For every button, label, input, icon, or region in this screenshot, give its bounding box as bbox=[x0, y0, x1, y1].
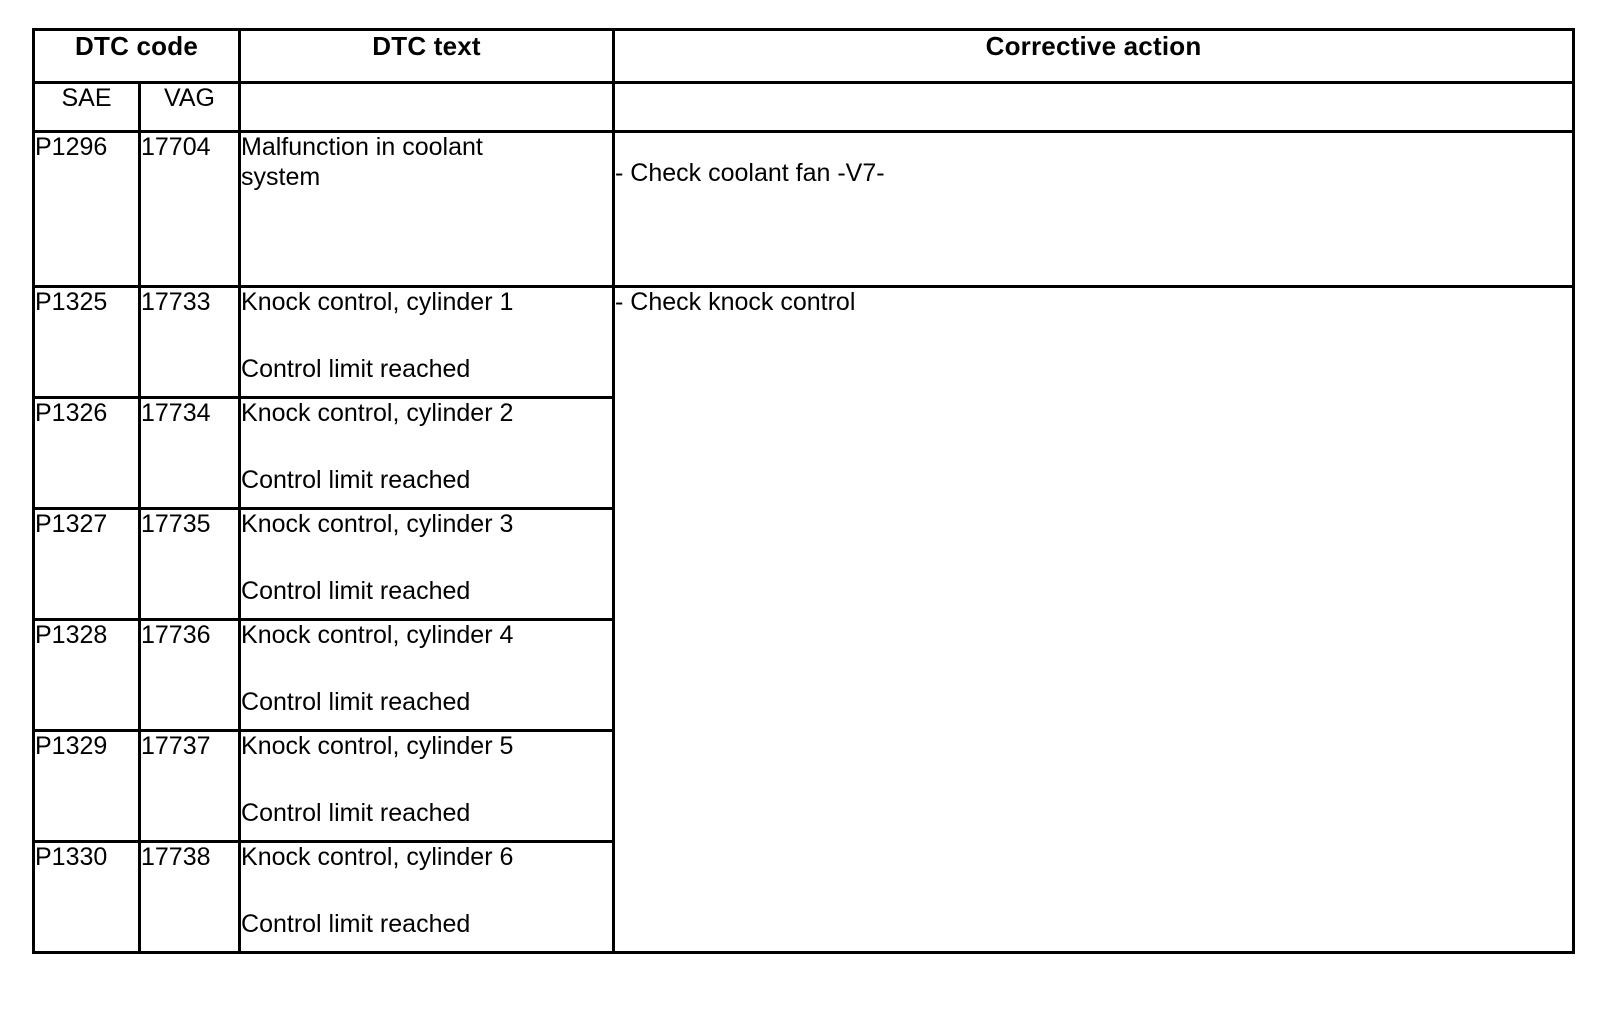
cell-corrective-action-merged: - Check knock control bbox=[612, 285, 1576, 954]
cell-sae-code: P1328 bbox=[32, 618, 141, 732]
cell-sae-code: P1327 bbox=[32, 507, 141, 621]
column-subheader-sae: SAE bbox=[32, 81, 141, 133]
cell-vag-code: 17734 bbox=[137, 396, 242, 510]
dtc-text-line-2: Control limit reached bbox=[241, 687, 471, 716]
table-row: P1328 17736 Knock control, cylinder 4 Co… bbox=[32, 618, 1574, 732]
column-header-dtc-text: DTC text bbox=[238, 28, 616, 84]
column-header-corrective-action: Corrective action bbox=[612, 28, 1576, 84]
cell-sae-code: P1325 bbox=[32, 285, 141, 399]
dtc-text-line-1: Malfunction in coolant bbox=[241, 133, 483, 161]
table-row: P1325 17733 Knock control, cylinder 1 Co… bbox=[32, 285, 1576, 954]
header-row-sub: SAE VAG bbox=[32, 81, 1576, 133]
cell-dtc-text: Knock control, cylinder 3 Control limit … bbox=[238, 507, 616, 621]
dtc-text-line-1: Knock control, cylinder 3 bbox=[241, 510, 514, 538]
dtc-text-line-2: Control limit reached bbox=[241, 576, 471, 605]
dtc-text-line-1: Knock control, cylinder 1 bbox=[241, 288, 514, 316]
column-subheader-text-blank bbox=[238, 81, 616, 133]
cell-vag-code: 17736 bbox=[137, 618, 242, 732]
column-subheader-vag: VAG bbox=[137, 81, 242, 133]
table-body: P1296 17704 Malfunction in coolant syste… bbox=[32, 130, 1576, 954]
cell-sae-code: P1296 bbox=[32, 130, 141, 288]
dtc-text-line-1: Knock control, cylinder 2 bbox=[241, 399, 514, 427]
cell-dtc-text: Knock control, cylinder 2 Control limit … bbox=[238, 396, 616, 510]
cell-corrective-action: - Check coolant fan -V7- bbox=[612, 130, 1576, 288]
table-row: P1326 17734 Knock control, cylinder 2 Co… bbox=[32, 396, 1574, 510]
cell-dtc-text: Malfunction in coolant system bbox=[238, 130, 616, 288]
dtc-text-line-2: system bbox=[241, 162, 321, 191]
table-row: P1327 17735 Knock control, cylinder 3 Co… bbox=[32, 507, 1574, 621]
table-row: P1296 17704 Malfunction in coolant syste… bbox=[32, 130, 1576, 288]
cell-dtc-text: Knock control, cylinder 6 Control limit … bbox=[238, 840, 616, 954]
dtc-text-line-2: Control limit reached bbox=[241, 354, 471, 383]
dtc-code-table: DTC code DTC text Corrective action SAE … bbox=[31, 28, 1576, 954]
cell-vag-code: 17735 bbox=[137, 507, 242, 621]
dtc-text-line-1: Knock control, cylinder 6 bbox=[241, 843, 514, 871]
cell-vag-code: 17733 bbox=[137, 285, 242, 399]
cell-sae-code: P1326 bbox=[32, 396, 141, 510]
cell-sae-code: P1329 bbox=[32, 729, 141, 843]
table-row: P1329 17737 Knock control, cylinder 5 Co… bbox=[32, 729, 1574, 843]
cell-vag-code: 17738 bbox=[137, 840, 242, 954]
cell-dtc-text: Knock control, cylinder 5 Control limit … bbox=[238, 729, 616, 843]
cell-vag-code: 17737 bbox=[137, 729, 242, 843]
header-row-main: DTC code DTC text Corrective action bbox=[31, 28, 1576, 84]
column-subheader-action-blank bbox=[612, 81, 1576, 133]
cell-sae-code: P1330 bbox=[32, 840, 141, 954]
column-header-dtc-code: DTC code bbox=[31, 28, 242, 84]
dtc-text-line-1: Knock control, cylinder 5 bbox=[241, 732, 514, 760]
table-header: DTC code DTC text Corrective action SAE … bbox=[31, 28, 1576, 133]
dtc-text-line-2: Control limit reached bbox=[241, 909, 471, 938]
dtc-text-line-1: Knock control, cylinder 4 bbox=[241, 621, 514, 649]
table-row: P1330 17738 Knock control, cylinder 6 Co… bbox=[32, 840, 1574, 954]
dtc-text-line-2: Control limit reached bbox=[241, 798, 471, 827]
cell-dtc-text: Knock control, cylinder 4 Control limit … bbox=[238, 618, 616, 732]
dtc-text-line-2: Control limit reached bbox=[241, 465, 471, 494]
cell-vag-code: 17704 bbox=[137, 130, 242, 288]
cell-dtc-text: Knock control, cylinder 1 Control limit … bbox=[238, 285, 616, 399]
